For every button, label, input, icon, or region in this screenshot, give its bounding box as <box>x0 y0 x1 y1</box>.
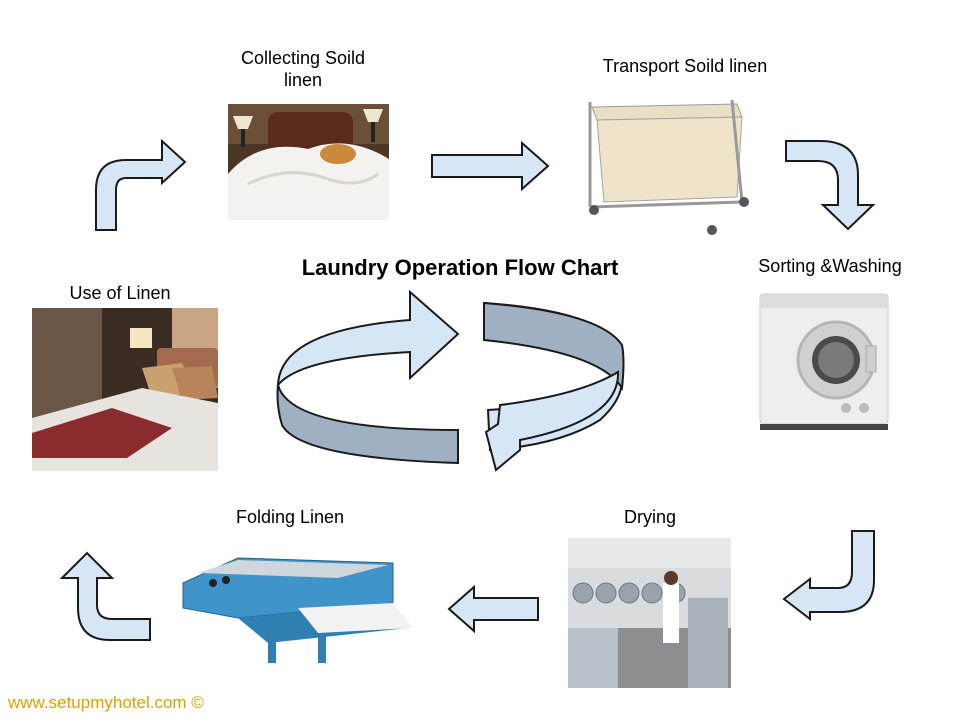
step-label-collecting-line1: Collecting Soild <box>240 48 366 68</box>
cycle-icon <box>276 289 625 472</box>
photo-folding-machine <box>178 548 418 670</box>
footer-website: www.setupmyhotel.com © <box>8 693 204 712</box>
step-label-use-of-linen: Use of Linen <box>69 283 171 303</box>
arrow-drying-to-folding <box>447 584 539 634</box>
photo-washing-machine <box>756 290 892 432</box>
arrow-sorting-to-drying <box>782 530 875 622</box>
arrow-use-to-collecting <box>95 138 187 231</box>
step-label-collecting: Collecting Soild linen <box>228 47 378 91</box>
photo-use-of-linen <box>32 308 218 471</box>
step-label-sorting-washing: Sorting &Washing <box>758 256 902 276</box>
diagram-title: Laundry Operation Flow Chart <box>301 255 619 280</box>
photo-transport-trolley <box>582 92 752 237</box>
step-label-transport: Transport Soild linen <box>602 56 768 76</box>
arrow-collecting-to-transport <box>431 140 550 192</box>
arrow-folding-to-use <box>59 551 151 641</box>
arrow-transport-to-sorting <box>785 140 876 231</box>
step-label-folding: Folding Linen <box>235 507 345 527</box>
photo-collecting-linen <box>228 104 389 220</box>
photo-drying-room <box>568 538 731 688</box>
step-label-collecting-line2: linen <box>283 70 323 90</box>
step-label-drying: Drying <box>623 507 676 527</box>
